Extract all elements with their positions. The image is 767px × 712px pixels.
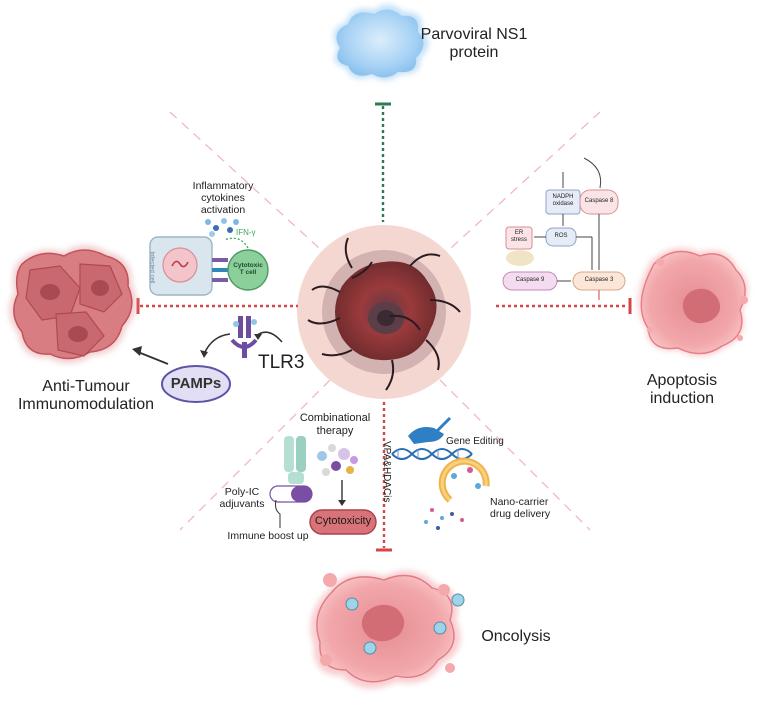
pill-icon <box>269 485 313 503</box>
apoptosis-pathway <box>502 157 626 300</box>
immune-label: Immune boost up <box>227 530 309 542</box>
drug-molecules-icon <box>317 444 358 476</box>
er-stress-label: ER stress <box>506 230 532 244</box>
tumour-cluster-icon <box>8 245 137 364</box>
ifn-arrow <box>223 237 249 249</box>
ns1-label-line1: Parvoviral NS1 <box>420 26 528 43</box>
tcell-line2: T cell <box>239 269 257 277</box>
combo-label: Combinational therapy <box>290 412 380 437</box>
gene-editing-label: Gene Editing <box>446 436 504 447</box>
cytotoxicity-box <box>309 509 377 535</box>
ns1-label-line2: protein <box>449 44 499 62</box>
pamps-arrowhead <box>200 350 208 358</box>
anti-tumour-line2: Immunomodulation <box>17 396 155 414</box>
nadph-line2: oxidase <box>552 200 574 207</box>
ifn-label: IFN-γ <box>236 228 256 237</box>
tcell-label: Cytotoxic T cell <box>228 262 268 277</box>
oncolysis-cell-icon <box>310 570 465 689</box>
nano-carrier-icon <box>424 457 490 530</box>
gene-editing-hand-icon <box>408 416 452 444</box>
receptor-icon <box>212 258 228 282</box>
immune-arrow <box>275 499 281 528</box>
cytokines-label: Inflammatory cytokines activation <box>178 180 268 216</box>
combo-line1: Combinational <box>299 412 371 424</box>
caspase9-label: Caspase 9 <box>515 277 545 283</box>
nadph-line1: NADPH <box>552 194 574 200</box>
apoptosis-line2: induction <box>649 390 715 408</box>
channel-protein-icon <box>284 436 306 484</box>
er-line2: stress <box>510 236 527 243</box>
apoptosis-label: Apoptosis induction <box>622 372 742 409</box>
central-tumour-icon <box>297 225 471 399</box>
ns1-label: Parvoviral NS1 protein <box>414 26 534 63</box>
ros-label: ROS <box>554 233 568 239</box>
caspase3-label: Caspase 3 <box>584 277 614 283</box>
combo-line2: therapy <box>316 424 354 437</box>
pamps-oval <box>161 365 231 403</box>
caspase8-label: Caspase 8 <box>584 198 614 204</box>
ns1-protein-icon <box>333 4 429 81</box>
polyic-label: Poly-IC adjuvants <box>214 486 270 510</box>
divider-se <box>439 379 591 531</box>
nadph-label: NADPH oxidase <box>546 194 580 208</box>
immuno-arrow <box>137 351 169 365</box>
divider-nw <box>169 111 331 259</box>
oncolysis-label: Oncolysis <box>481 628 551 645</box>
cytokine-dots-icon <box>205 218 239 237</box>
nano-line2: drug delivery <box>490 508 551 521</box>
vpa-label: VPA&HDACis <box>380 441 392 503</box>
anti-tumour-label: Anti-Tumour Immunomodulation <box>6 378 166 415</box>
cytotoxicity-label: Cytotoxicity <box>314 515 372 527</box>
tlr3-label: TLR3 <box>258 352 305 373</box>
tcell-icon <box>227 249 269 291</box>
divider-ne <box>439 111 601 259</box>
infected-cell-label: Infected cell <box>148 251 155 284</box>
tlr3-arrowhead <box>254 334 262 340</box>
divider-sw <box>179 379 331 531</box>
pamps-label: PAMPs <box>170 375 222 392</box>
infected-cell-icon <box>149 236 213 296</box>
nano-carrier-label: Nano-carrier drug delivery <box>490 496 570 520</box>
cytokines-line3: activation <box>200 204 246 217</box>
apoptotic-cell-icon <box>637 247 749 357</box>
apoptosis-line1: Apoptosis <box>646 372 718 389</box>
tcell-line1: Cytotoxic <box>233 262 263 269</box>
polyic-line2: adjuvants <box>219 498 265 511</box>
er-line1: ER <box>514 230 524 236</box>
anti-tumour-line1: Anti-Tumour <box>42 378 130 395</box>
pamps-arrow <box>203 333 231 355</box>
nano-line1: Nano-carrier <box>490 496 549 508</box>
polyic-line1: Poly-IC <box>224 486 260 498</box>
immuno-arrowhead <box>132 346 142 356</box>
combo-arrowhead <box>338 500 346 506</box>
dna-icon <box>391 448 473 460</box>
cytokines-line1: Inflammatory <box>192 180 254 192</box>
tlr3-receptor-icon <box>230 316 258 358</box>
cytokines-line2: cytokines <box>201 192 245 205</box>
